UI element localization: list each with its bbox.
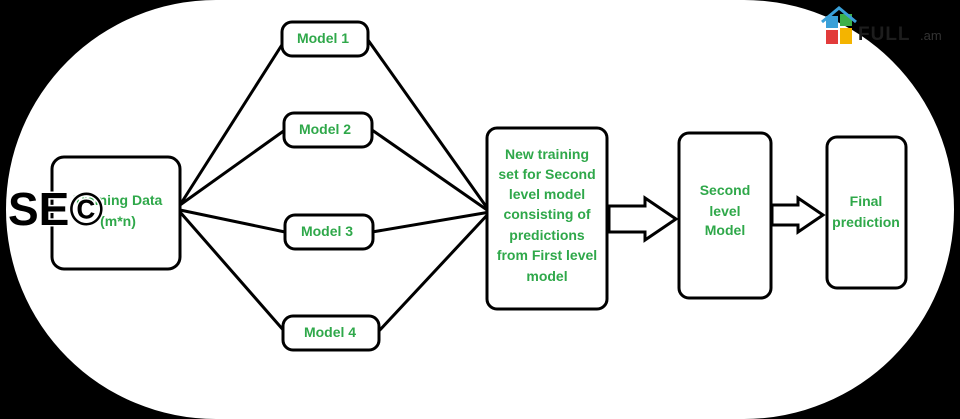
connector-data-model-3 [179, 208, 286, 234]
training-data-label: Training Data [74, 192, 163, 208]
logo: FULL .am [821, 6, 942, 45]
connector-data-model-2 [179, 128, 286, 207]
house-icon [821, 6, 857, 44]
final-prediction-line-2: prediction [832, 214, 900, 230]
connector-data-model-4 [178, 211, 287, 333]
model-2-box [282, 111, 374, 149]
connector-model-3-set [371, 210, 491, 234]
training-data-dims: (m*n) [100, 213, 136, 229]
new-training-set-line-2: set for Second [498, 166, 595, 182]
connector-model-4-set [376, 210, 492, 334]
connectors-models [366, 39, 492, 334]
new-training-set-line-5: predictions [509, 227, 585, 243]
model-3-label: Model 3 [301, 223, 353, 239]
new-training-set-text: New training set for Second level model … [497, 146, 597, 284]
model-1-label: Model 1 [297, 30, 349, 46]
connector-model-2-set [371, 128, 491, 214]
logo-suffix: .am [920, 28, 942, 43]
block-arrow-2 [770, 195, 826, 235]
new-training-set-box [485, 126, 609, 311]
new-training-set-line-7: model [526, 268, 567, 284]
model-4-label: Model 4 [304, 324, 356, 340]
model-3-box [283, 213, 375, 251]
watermark-text: SE© [8, 183, 103, 235]
model-2-label: Model 2 [299, 121, 351, 137]
connector-model-1-set [366, 39, 492, 213]
second-level-line-3: Model [705, 222, 745, 238]
model-4-box [281, 314, 381, 352]
block-arrow-1 [607, 195, 679, 243]
new-training-set-line-3: level model [509, 186, 585, 202]
new-training-set-line-6: from First level [497, 247, 597, 263]
connector-data-model-1 [178, 39, 287, 206]
second-level-line-2: level [709, 203, 740, 219]
new-training-set-line-4: consisting of [503, 206, 590, 222]
second-level-line-1: Second [700, 182, 751, 198]
new-training-set-line-1: New training [505, 146, 589, 162]
final-prediction-box [825, 135, 908, 290]
final-prediction-line-1: Final [850, 193, 883, 209]
logo-brand: FULL [858, 24, 911, 45]
connectors-input [178, 39, 287, 333]
model-1-box [280, 20, 370, 58]
training-data-box [50, 155, 182, 271]
